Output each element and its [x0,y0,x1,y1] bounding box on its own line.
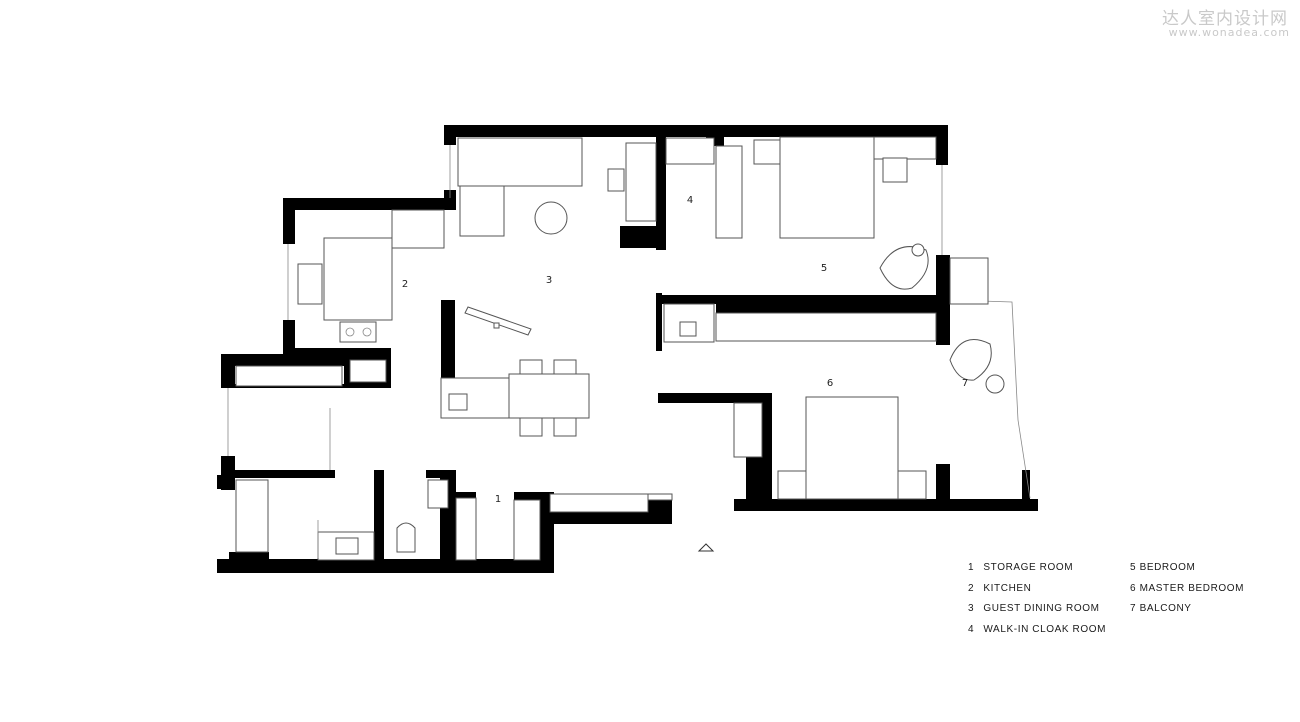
north-arrow-icon [697,543,715,552]
room-labels: 1 2 3 4 5 6 7 [402,195,968,505]
legend-item: 2 KITCHEN [968,582,1032,594]
watermark-site-url: www.wonadea.com [1168,26,1290,39]
watermark-site-name: 达人室内设计网 [1162,9,1288,29]
room-number-3: 3 [546,275,552,286]
legend-right: 5 BEDROOM 6 MASTER BEDROOM 7 BALCONY [1130,562,1244,624]
legend-item: 1 STORAGE ROOM [968,562,1074,573]
legend-item: 4 WALK-IN CLOAK ROOM [968,623,1107,635]
legend-item: 3 GUEST DINING ROOM [968,603,1100,614]
room-number-5: 5 [821,263,827,274]
room-number-6: 6 [827,378,833,389]
legend-item: 5 BEDROOM [1130,562,1196,573]
room-number-2: 2 [402,279,408,290]
legend-left: 1 STORAGE ROOM 2 KITCHEN 3 GUEST DINING … [968,562,1106,644]
legend-item: 6 MASTER BEDROOM [1130,582,1245,594]
room-number-1: 1 [495,494,501,505]
room-number-7: 7 [962,378,968,389]
legend-item: 7 BALCONY [1130,603,1192,614]
room-number-4: 4 [687,195,693,206]
furniture [235,136,1005,561]
